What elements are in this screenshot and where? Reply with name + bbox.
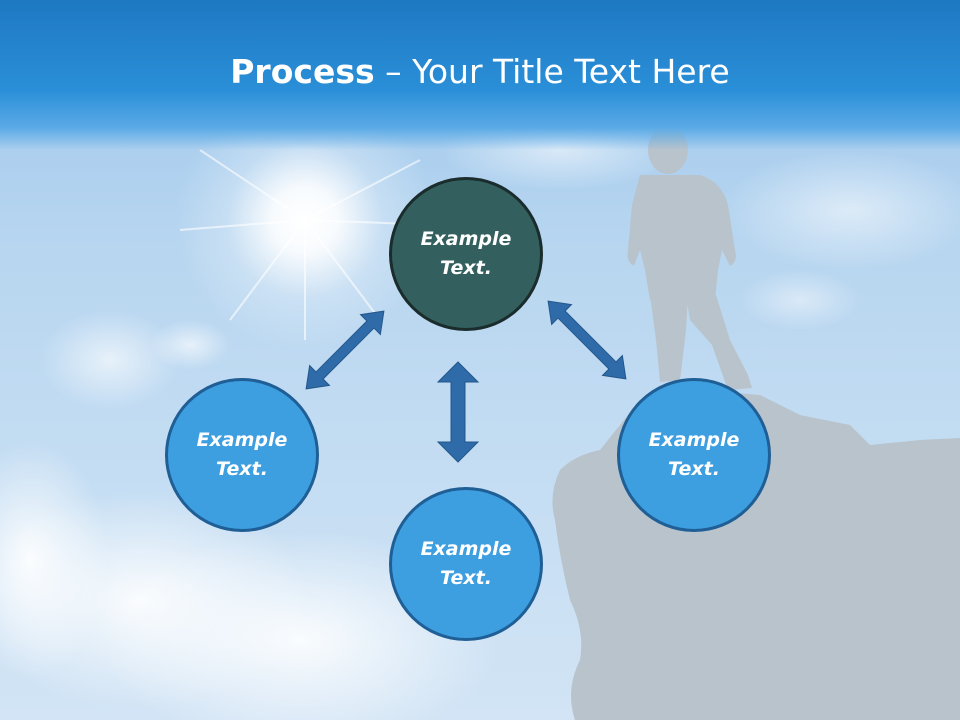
- node-top: Example Text.: [389, 177, 543, 331]
- node-bottom-text: Example Text.: [420, 538, 512, 589]
- title-bold: Process: [230, 52, 375, 91]
- node-bottom: Example Text.: [389, 487, 543, 641]
- title-bar: [0, 0, 960, 150]
- node-left: Example Text.: [165, 378, 319, 532]
- sun: [175, 90, 441, 350]
- double-arrow-vertical: [436, 361, 480, 463]
- title-dash: –: [374, 52, 413, 91]
- double-arrow-right-top: [547, 300, 627, 380]
- node-right-text: Example Text.: [648, 429, 740, 480]
- double-arrow-left-top: [305, 310, 385, 390]
- node-right: Example Text.: [617, 378, 771, 532]
- title-rest: Your Title Text Here: [412, 52, 730, 91]
- node-left-text: Example Text.: [196, 429, 288, 480]
- node-top-text: Example Text.: [420, 228, 512, 279]
- slide-title: Process – Your Title Text Here: [0, 52, 960, 91]
